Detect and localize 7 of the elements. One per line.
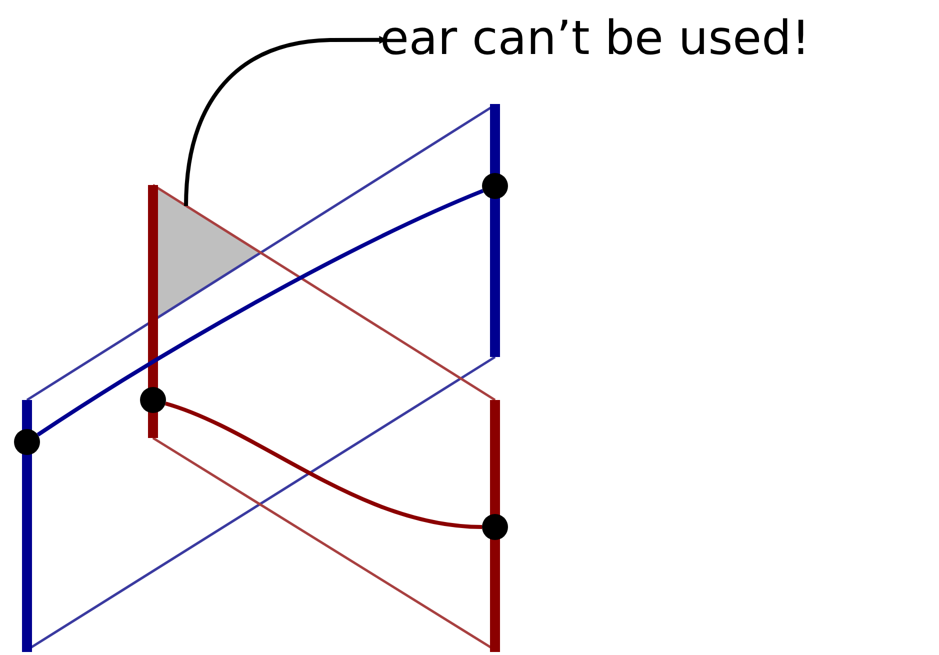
point-marker (482, 514, 508, 540)
point-marker (14, 429, 40, 455)
point-marker (482, 173, 508, 199)
annotation-text: ear can’t be used! (380, 10, 810, 68)
point-marker (140, 387, 166, 413)
connecting-curve (36, 188, 484, 436)
connecting-curve (164, 402, 482, 529)
